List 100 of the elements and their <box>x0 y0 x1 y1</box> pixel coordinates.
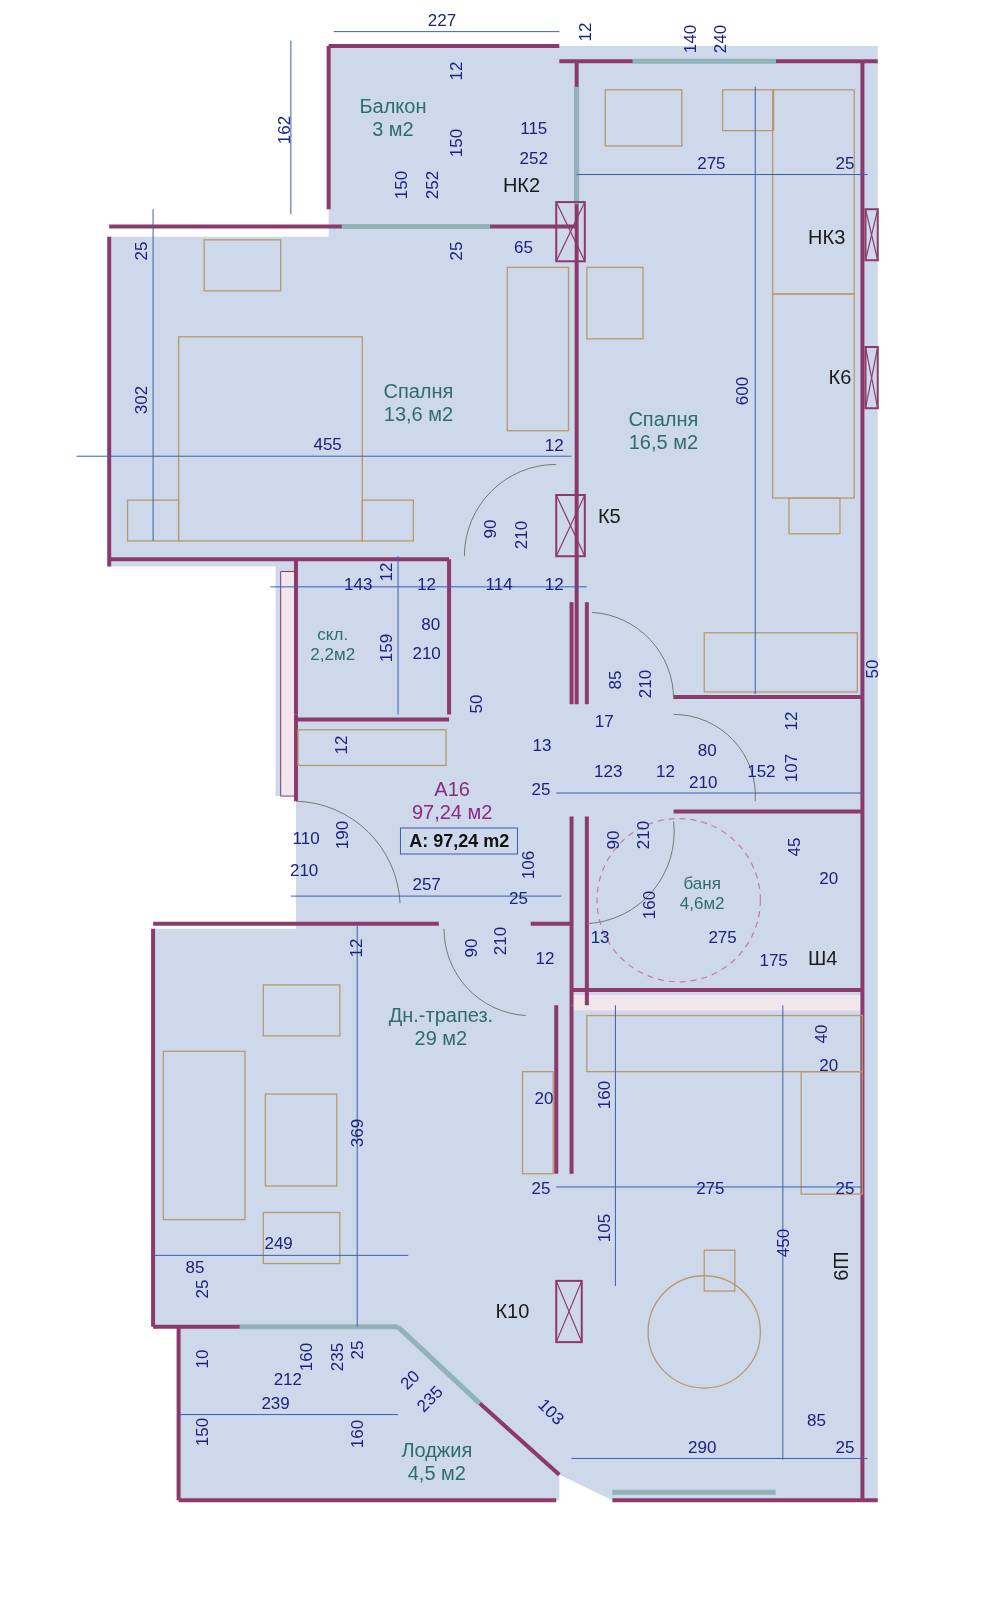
dimension-label: 210 <box>491 926 509 956</box>
dimension-label: 105 <box>595 1213 613 1242</box>
element-code: К5 <box>597 506 621 527</box>
dimension-label: 40 <box>812 1024 830 1044</box>
dimension-label: 190 <box>333 820 351 850</box>
dimension-label: 143 <box>344 575 373 593</box>
dimension-label: 45 <box>785 837 803 857</box>
dimension-label: 114 <box>485 575 513 593</box>
dimension-label: 227 <box>427 11 457 29</box>
dimension-label: 150 <box>392 170 410 199</box>
dimension-label: 159 <box>377 633 395 663</box>
dimension-label: 252 <box>519 149 548 167</box>
dimension-label: 25 <box>835 154 855 172</box>
dimension-label: 106 <box>519 851 537 880</box>
dimension-label: 275 <box>696 1179 725 1197</box>
dimension-label: 12 <box>544 575 564 593</box>
element-code: Ш4 <box>807 948 838 969</box>
room-name: Дн.-трапез. <box>388 1003 494 1027</box>
dimension-label: 85 <box>185 1258 205 1276</box>
dimension-label: 25 <box>531 780 551 798</box>
dimension-label: 162 <box>275 115 293 144</box>
dimension-label: 257 <box>412 875 441 893</box>
dimension-label: 210 <box>289 861 319 879</box>
dimension-label: 85 <box>606 670 624 690</box>
dimension-label: 25 <box>531 1179 551 1197</box>
room-area: 13,6 м2 <box>383 403 454 427</box>
dimension-label: 152 <box>747 762 776 780</box>
room-name: Спалня <box>628 407 699 431</box>
dimension-label: 80 <box>697 741 717 759</box>
dimension-label: 110 <box>292 829 320 847</box>
dimension-label: 450 <box>774 1228 792 1258</box>
dimension-label: 12 <box>656 762 675 780</box>
element-code: НК3 <box>808 226 846 247</box>
dimension-label: 12 <box>544 436 564 454</box>
dimension-label: 17 <box>594 712 614 730</box>
dimension-label: 25 <box>193 1279 211 1299</box>
dimension-label: 12 <box>576 22 594 42</box>
room-name: скл. <box>317 625 349 645</box>
room-area: 29 м2 <box>414 1026 468 1050</box>
dimension-label: 455 <box>313 435 342 453</box>
dimension-label: 50 <box>467 694 485 714</box>
dimension-label: 90 <box>604 830 622 850</box>
dimension-label: 12 <box>447 62 465 81</box>
dimension-label: 80 <box>421 615 441 633</box>
dimension-label: 25 <box>348 1340 366 1360</box>
dimension-label: 20 <box>819 869 839 887</box>
dimension-label: 25 <box>835 1438 855 1456</box>
dimension-label: 20 <box>819 1056 839 1073</box>
dimension-label: 115 <box>520 119 548 137</box>
dimension-label: 25 <box>447 241 465 261</box>
dimension-label: 210 <box>412 644 441 662</box>
dimension-label: 90 <box>462 938 479 958</box>
dimension-label: 235 <box>328 1343 346 1372</box>
element-code: К6 <box>828 366 852 387</box>
room-area: 16,5 м2 <box>628 430 699 454</box>
dimension-label: 12 <box>535 949 555 967</box>
dimension-label: 107 <box>782 753 800 782</box>
element-code: К10 <box>495 1301 530 1322</box>
dimension-label: 25 <box>509 889 528 907</box>
dimension-label: 249 <box>264 1234 293 1252</box>
dimension-label: 210 <box>512 520 529 549</box>
dimension-label: 12 <box>347 938 365 958</box>
dimension-label: 12 <box>332 735 350 755</box>
dimension-label: 20 <box>534 1089 554 1107</box>
area-box: A: 97,24 m2 <box>400 827 519 855</box>
room-name: Балкон <box>359 95 427 119</box>
dimension-label: 50 <box>863 659 881 678</box>
dimension-label: 90 <box>481 519 499 539</box>
element-code: Ш9 <box>831 1250 851 1281</box>
dimension-label: 302 <box>132 385 150 415</box>
dimension-label: 25 <box>132 241 150 261</box>
dimension-label: 212 <box>273 1370 302 1388</box>
room-area: 4,5 м2 <box>407 1461 466 1485</box>
dimension-label: 160 <box>595 1080 613 1110</box>
dimension-label: 12 <box>417 575 437 593</box>
dimension-label: 210 <box>689 773 718 791</box>
dimension-label: 290 <box>688 1438 717 1456</box>
room-name: Спалня <box>383 380 454 404</box>
room-area: 97,24 м2 <box>411 801 493 825</box>
dimension-label: 275 <box>708 928 737 946</box>
dimension-label: 65 <box>514 238 533 256</box>
room-area: 2,2м2 <box>310 645 356 665</box>
element-code: НК2 <box>502 174 541 195</box>
dimension-label: 12 <box>377 562 395 581</box>
dimension-label: 25 <box>835 1179 855 1197</box>
dimension-label: 240 <box>711 24 729 53</box>
dimension-label: 150 <box>447 128 465 158</box>
dimension-label: 175 <box>759 951 788 969</box>
room-name: баня <box>683 874 721 895</box>
room-name: A16 <box>434 778 470 802</box>
dimension-label: 160 <box>640 891 658 920</box>
dimension-label: 369 <box>348 1118 366 1148</box>
dimension-label: 160 <box>297 1343 315 1372</box>
dimension-label: 600 <box>733 376 751 406</box>
dimension-label: 103 <box>535 1395 568 1428</box>
dimension-label: 10 <box>193 1350 211 1369</box>
dimension-label: 160 <box>348 1419 366 1449</box>
dimension-label: 210 <box>636 669 654 698</box>
dimension-label: 140 <box>681 24 699 53</box>
dimension-label: 275 <box>697 154 726 172</box>
